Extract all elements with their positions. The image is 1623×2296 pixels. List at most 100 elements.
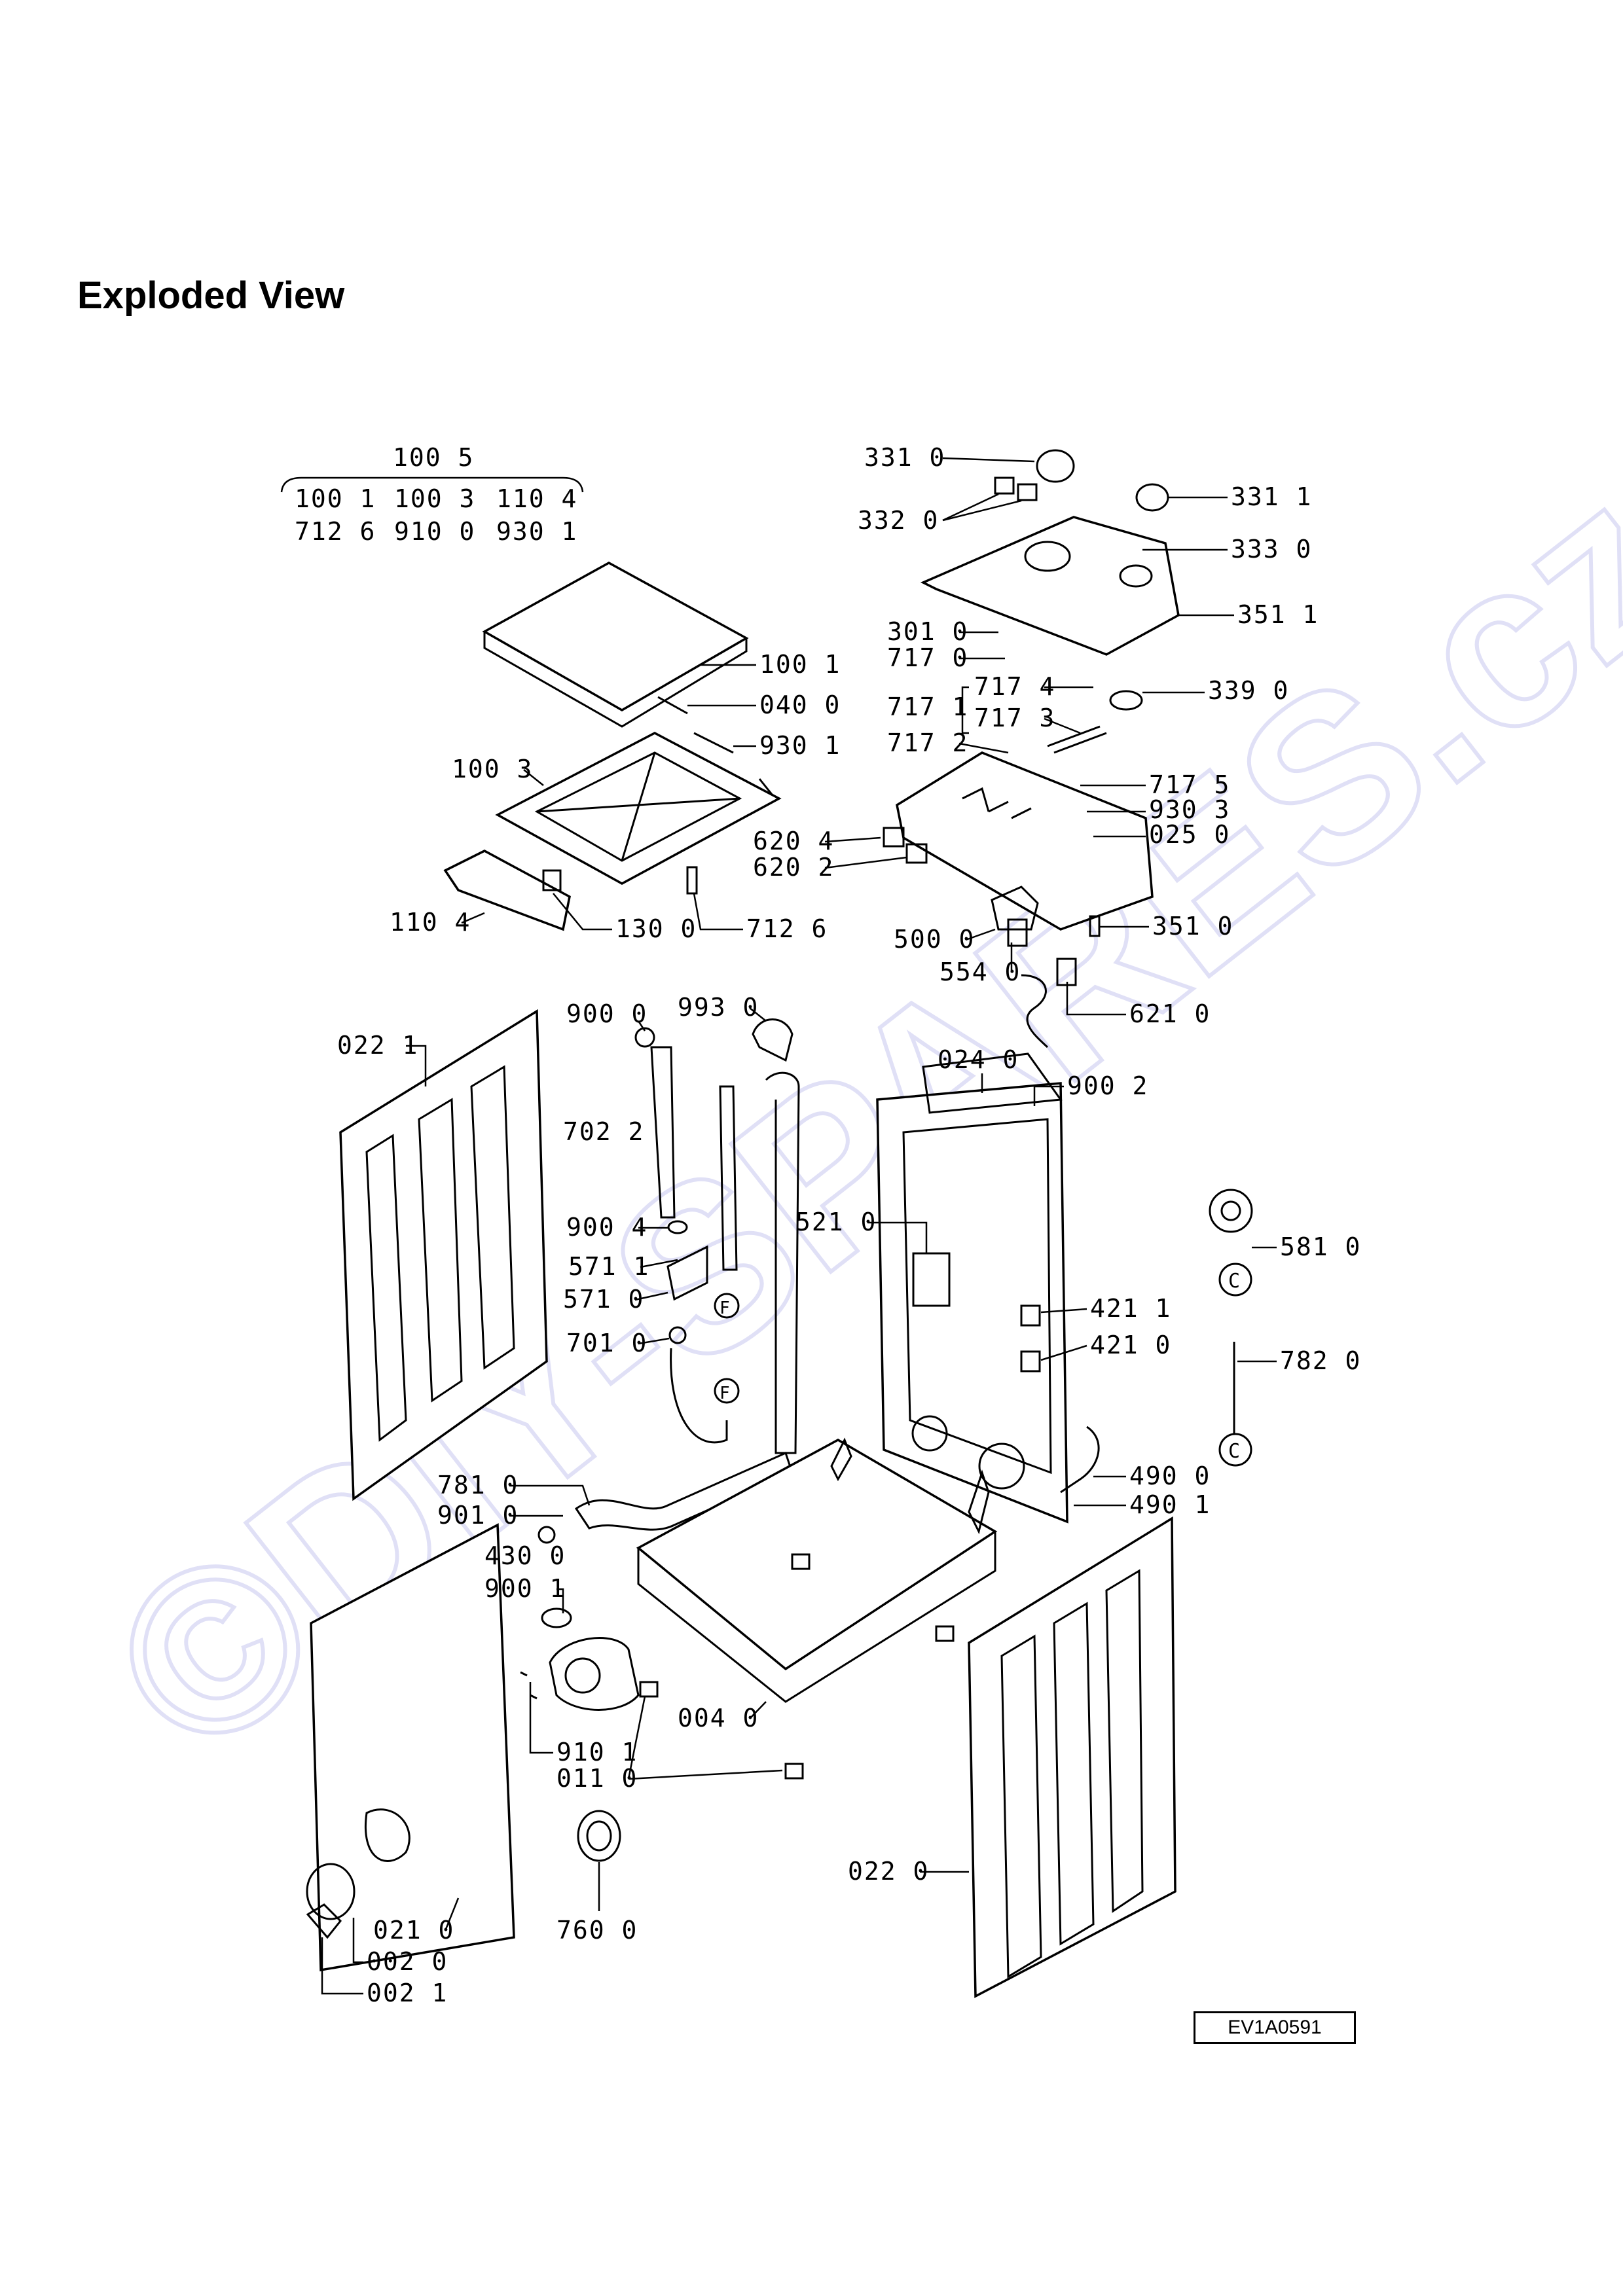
panel-rib (470, 1065, 515, 1370)
leader-line (556, 1588, 564, 1613)
relay-part (1020, 1304, 1041, 1327)
pump-body-part (549, 1637, 640, 1711)
part-label: 900 0 (566, 999, 647, 1028)
part-label: 910 1 (556, 1738, 638, 1767)
selector-part (1109, 690, 1143, 711)
top-lid-assembly (443, 562, 782, 931)
console-assembly (883, 449, 1180, 1049)
part-label: 993 0 (678, 993, 759, 1022)
connector-part (905, 843, 928, 864)
knob-part (1135, 483, 1169, 512)
part-label: 040 0 (759, 691, 841, 719)
panel-rib (365, 1134, 407, 1442)
part-label: 621 0 (1129, 999, 1211, 1028)
kit-item: 930 1 (496, 517, 577, 546)
part-label: 620 4 (753, 827, 834, 855)
pulley-part (1209, 1189, 1253, 1233)
rear-frame-part (876, 1082, 1068, 1524)
leader-line (627, 1696, 646, 1780)
foot-part (935, 1625, 955, 1642)
knob-part (1036, 449, 1075, 483)
filter-door-part (306, 1863, 356, 1920)
leader-line (867, 1221, 928, 1253)
panel-rib (1000, 1634, 1042, 1979)
connector-f-marker (714, 1378, 740, 1404)
connector-f-marker (714, 1293, 740, 1319)
part-label: 490 0 (1129, 1462, 1211, 1490)
cable-part (1021, 974, 1049, 1049)
base-corner-part (830, 1437, 852, 1482)
button-part (1017, 483, 1038, 501)
leader-line (529, 1682, 553, 1754)
part-label: 430 0 (484, 1541, 566, 1570)
part-label: 490 1 (1129, 1490, 1211, 1519)
part-label: 022 1 (337, 1031, 418, 1060)
panel-rib (1105, 1569, 1144, 1913)
leader-line (749, 1701, 767, 1719)
top-lid-part (482, 562, 749, 712)
control-trim-part (443, 850, 571, 931)
part-label: 100 3 (452, 755, 533, 783)
leader-line (461, 912, 485, 924)
console-knob-hole (1024, 541, 1071, 572)
part-label: 331 0 (864, 443, 945, 472)
switch-part (1007, 918, 1028, 947)
part-label: 571 0 (563, 1285, 644, 1314)
left-panel-part (339, 1009, 548, 1501)
part-label: 581 0 (1280, 1232, 1361, 1261)
connector-f-label: F (720, 1384, 731, 1403)
door-hinge-part (306, 1903, 342, 1939)
drawing-code: EV1A0591 (1194, 2011, 1356, 2044)
part-label: 024 0 (938, 1045, 1019, 1074)
frame-braces (534, 751, 742, 862)
filter-plug-part (577, 1810, 621, 1862)
part-label: 901 0 (437, 1501, 519, 1530)
leader-line (640, 1259, 678, 1268)
panel-rib (1053, 1602, 1095, 1946)
leader-line (1044, 717, 1081, 734)
base-corner-part (968, 1469, 990, 1535)
part-label: 782 0 (1280, 1346, 1361, 1375)
part-label: 333 0 (1231, 535, 1312, 564)
rear-bracket-part (922, 1052, 1063, 1114)
part-label: 702 2 (563, 1117, 644, 1146)
connector-c-marker (1218, 1433, 1252, 1467)
left-side-panel (339, 1009, 548, 1501)
part-label: 571 1 (568, 1252, 649, 1281)
front-panel-part (310, 1523, 515, 1972)
part-label: 930 1 (759, 731, 841, 760)
connector-f-label: F (720, 1299, 731, 1318)
leader-line (824, 856, 907, 869)
elbow-part (752, 1018, 793, 1062)
connector-c-marker (1218, 1263, 1252, 1297)
base-frame (636, 1437, 998, 1780)
leader-line (634, 1291, 668, 1301)
leader-line (958, 742, 1009, 754)
part-label: 421 1 (1090, 1294, 1171, 1323)
pump-impeller (564, 1657, 601, 1694)
ring-part (541, 1607, 572, 1628)
fastener-part (657, 696, 688, 715)
valve-part (666, 1245, 708, 1301)
leader-line (352, 1918, 363, 1964)
kit-item: 712 6 (295, 517, 376, 546)
part-label: 760 0 (556, 1916, 638, 1945)
motor-part (991, 886, 1039, 931)
power-cord-part (1060, 1426, 1100, 1494)
connector-c-label: C (1228, 1270, 1241, 1293)
part-label: 110 4 (390, 908, 471, 937)
leader-line (637, 1020, 646, 1031)
part-label: 712 6 (746, 914, 828, 943)
control-board-part (896, 751, 1154, 931)
harness-part (1047, 725, 1107, 754)
leader-line (321, 1937, 363, 1995)
part-label: 930 3 (1149, 795, 1230, 824)
pulley-hub (1220, 1200, 1241, 1221)
leader-line (965, 928, 996, 941)
part-label: 900 4 (566, 1213, 647, 1242)
console-knob-hole (1119, 564, 1153, 588)
rear-frame-opening (902, 1118, 1052, 1475)
fill-hose-part (765, 1071, 800, 1454)
part-label: 717 2 (887, 728, 968, 757)
part-label: 022 0 (848, 1857, 929, 1886)
